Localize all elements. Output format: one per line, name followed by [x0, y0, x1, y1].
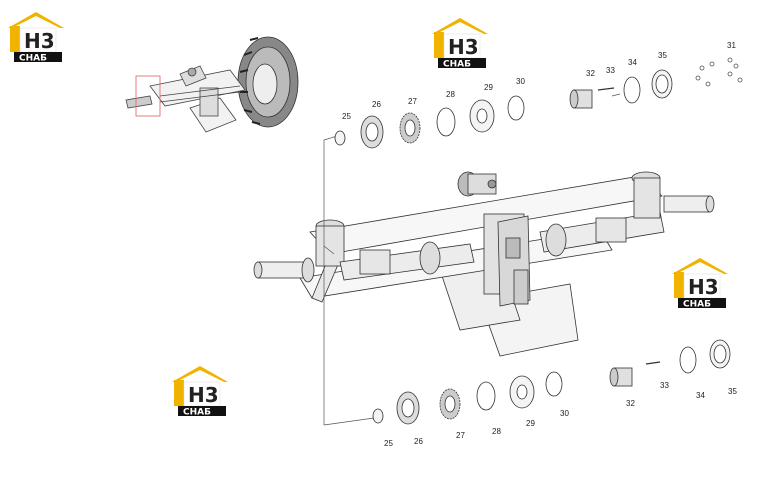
brand-logo-1: H3 СНАБ [7, 11, 65, 64]
label-35-top: 35 [658, 51, 667, 60]
label-34-bottom: 34 [696, 391, 705, 400]
brand-logo-3: H3 СНАБ [671, 257, 729, 310]
label-25-bottom: 25 [384, 439, 393, 448]
label-27-bottom: 27 [456, 431, 465, 440]
callout-box [135, 75, 161, 117]
label-33-bottom: 33 [660, 381, 669, 390]
part-34-bottom [679, 346, 697, 374]
logo-letters: H3 [448, 35, 479, 59]
brand-logo-2: H3 СНАБ [431, 17, 489, 70]
part-25-bottom [372, 408, 384, 424]
part-28-bottom [476, 381, 496, 411]
thumbnail-axle-assembly [125, 36, 299, 133]
label-29-bottom: 29 [526, 419, 535, 428]
label-30-top: 30 [516, 77, 525, 86]
part-30-bottom [545, 371, 563, 397]
logo-name: СНАБ [183, 408, 211, 418]
label-26-bottom: 26 [414, 437, 423, 446]
label-32-top: 32 [586, 69, 595, 78]
top-parts-row [334, 57, 743, 149]
label-29-top: 29 [484, 83, 493, 92]
label-28-bottom: 28 [492, 427, 501, 436]
label-33-top: 33 [606, 66, 615, 75]
part-33-bottom [645, 361, 661, 365]
logo-name: СНАБ [683, 300, 711, 310]
part-31-bolts [695, 57, 743, 87]
label-31: 31 [727, 41, 736, 50]
top-row-labels: 25 26 27 28 29 30 32 33 34 35 31 [342, 41, 736, 121]
part-33-top [597, 87, 615, 91]
logo-letters: H3 [688, 275, 719, 299]
part-34-top [623, 76, 641, 104]
label-25-top: 25 [342, 112, 351, 121]
part-30-top [507, 95, 525, 121]
label-26-top: 26 [372, 100, 381, 109]
label-34-top: 34 [628, 58, 637, 67]
main-axle-assembly [253, 171, 715, 357]
brand-logo-4: СНАБ H3 [171, 365, 229, 418]
label-35-bottom: 35 [728, 387, 737, 396]
bottom-row-labels: 25 26 27 28 29 30 32 33 34 35 [384, 381, 737, 448]
leader-lines [323, 93, 621, 426]
logo-letters: H3 [24, 29, 55, 53]
label-27-top: 27 [408, 97, 417, 106]
logo-name: СНАБ [443, 60, 471, 70]
part-25-top [334, 130, 346, 146]
part-28-top [436, 107, 456, 137]
bottom-parts-row [372, 339, 731, 425]
logo-letters: H3 [188, 383, 219, 407]
label-28-top: 28 [446, 90, 455, 99]
label-32-bottom: 32 [626, 399, 635, 408]
logo-name: СНАБ [19, 54, 47, 64]
label-30-bottom: 30 [560, 409, 569, 418]
